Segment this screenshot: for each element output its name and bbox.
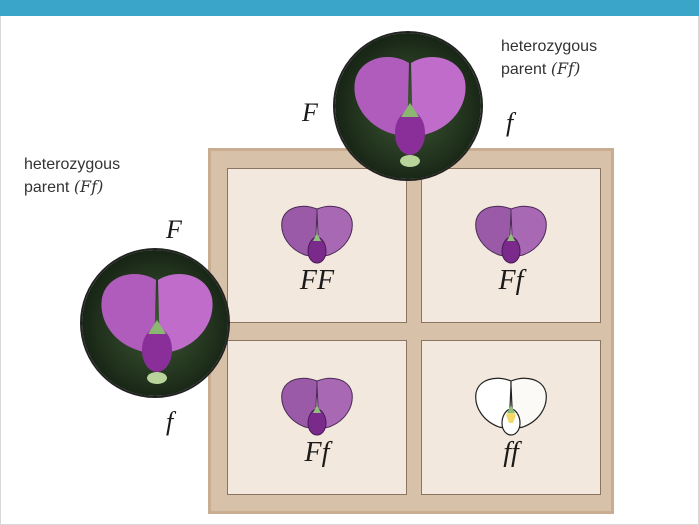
purple-flower-icon <box>277 201 357 271</box>
genotype-label: Ff <box>228 437 406 469</box>
punnett-cell-Ff-bottom: Ff <box>227 340 407 495</box>
label-line-2: parent <box>24 179 74 196</box>
top-parent-label: heterozygous parent (Ff) <box>501 36 597 81</box>
left-allele-F: F <box>166 215 182 245</box>
left-parent-flower-photo <box>80 248 230 398</box>
parent-genotype: (Ff) <box>551 59 581 78</box>
header-bar <box>0 0 699 16</box>
punnett-square: FF Ff Ff ff <box>208 148 614 514</box>
genotype-label: FF <box>228 265 406 297</box>
parent-genotype: (Ff) <box>74 177 104 196</box>
top-allele-f: f <box>506 108 513 138</box>
punnett-cell-FF: FF <box>227 168 407 323</box>
label-line-1: heterozygous <box>24 156 120 173</box>
purple-flower-icon <box>277 373 357 443</box>
purple-flower-icon <box>471 201 551 271</box>
top-allele-F: F <box>302 98 318 128</box>
left-parent-label: heterozygous parent (Ff) <box>24 154 120 199</box>
punnett-cell-Ff-top: Ff <box>421 168 601 323</box>
genotype-label: Ff <box>422 265 600 297</box>
label-line-2: parent <box>501 61 551 78</box>
label-line-1: heterozygous <box>501 38 597 55</box>
white-flower-icon <box>471 373 551 443</box>
top-parent-flower-photo <box>333 31 483 181</box>
left-allele-f: f <box>166 407 173 437</box>
genotype-label: ff <box>422 437 600 469</box>
frame-border-left <box>0 16 1 525</box>
punnett-cell-ff: ff <box>421 340 601 495</box>
